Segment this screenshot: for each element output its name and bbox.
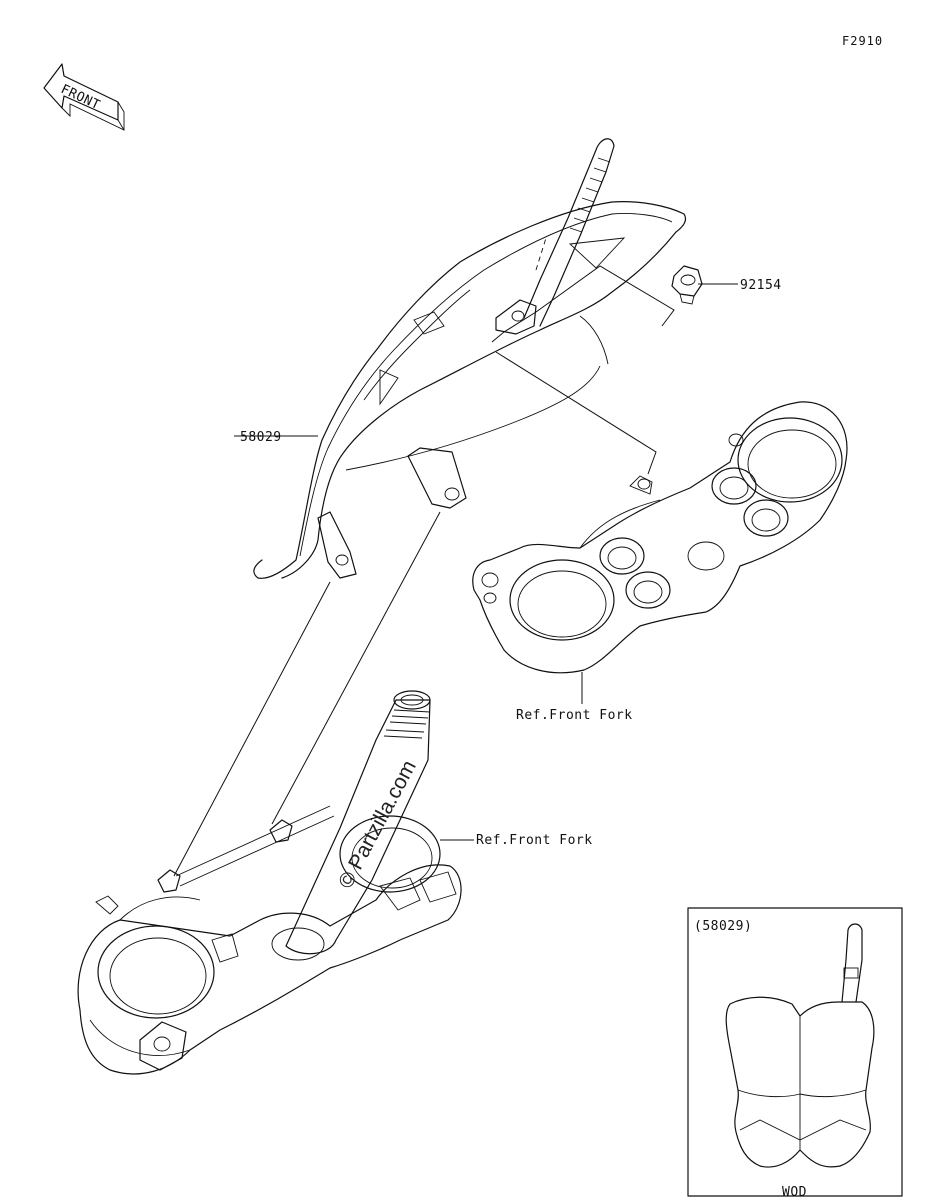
inset-box: (58029)	[687, 907, 903, 1197]
front-arrow-icon: FRONT	[43, 63, 125, 131]
grommet-studs	[157, 805, 335, 893]
callout-92154: 92154	[740, 278, 782, 293]
upper-fork-bracket-drawing	[472, 401, 848, 674]
collar-bolt-drawing	[671, 265, 703, 305]
number-plate-drawing	[253, 138, 687, 579]
strap-ribs	[569, 157, 611, 233]
inset-plate-drawing	[725, 923, 875, 1168]
lower-fork-bracket-drawing	[77, 690, 462, 1075]
inset-caption: WOD	[782, 1185, 807, 1200]
watermark: © Partzilla.com	[334, 757, 421, 893]
assembly-lines	[173, 265, 738, 877]
inset-label: (58029)	[694, 919, 752, 934]
callout-58029: 58029	[240, 430, 282, 445]
callout-ref-upper-fork: Ref.Front Fork	[516, 708, 633, 723]
figure-code: F2910	[842, 34, 883, 48]
callout-ref-lower-fork: Ref.Front Fork	[476, 833, 593, 848]
